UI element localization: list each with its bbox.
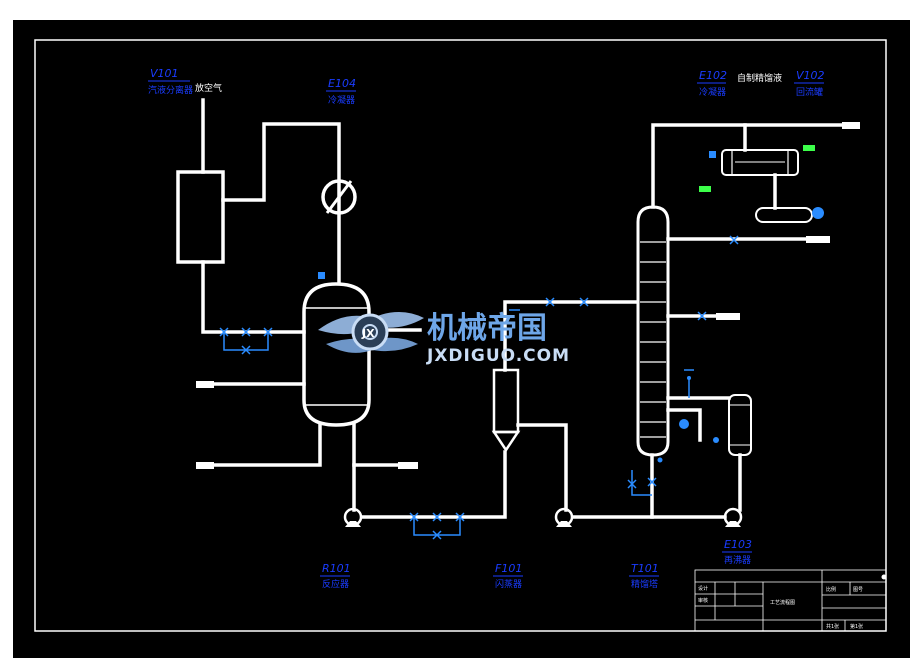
pipe-pump1-to-flash bbox=[360, 450, 507, 519]
label-f101-code: F101 bbox=[495, 562, 522, 575]
label-e103: E103 再沸器 bbox=[722, 538, 752, 566]
drum-v102 bbox=[755, 207, 813, 223]
pump-p3 bbox=[723, 507, 743, 527]
green-instruments bbox=[699, 145, 815, 192]
watermark-en: JXDIGUO.COM bbox=[426, 346, 570, 366]
label-v101-code: V101 bbox=[150, 67, 179, 80]
title-block-cell-4: 共1张 bbox=[826, 623, 839, 630]
title-block-cell-3: 图号 bbox=[853, 587, 863, 593]
reboiler-e103 bbox=[728, 394, 752, 456]
vessel-v101 bbox=[176, 170, 225, 264]
label-f101-name: 闪蒸器 bbox=[495, 578, 522, 590]
watermark-cn: 机械帝国 bbox=[427, 311, 547, 346]
watermark: JX 机械帝国 JXDIGUO.COM bbox=[318, 311, 570, 366]
label-e102-name: 冷凝器 bbox=[699, 86, 726, 98]
title-block-cell-2: 比例 bbox=[826, 586, 836, 593]
label-distillate: 自制精馏液 bbox=[737, 72, 782, 84]
instrument-lines bbox=[684, 369, 694, 398]
label-v102-code: V102 bbox=[796, 69, 825, 82]
label-v102: V102 回流罐 bbox=[794, 69, 825, 98]
valve-group bbox=[219, 235, 739, 540]
pipe-v101-to-e104 bbox=[221, 122, 341, 285]
stream-terminals bbox=[196, 122, 860, 469]
title-block-cell-5: 第1张 bbox=[850, 623, 863, 630]
title-block bbox=[694, 569, 887, 632]
condenser-e102 bbox=[721, 149, 799, 176]
instruments bbox=[318, 151, 824, 463]
label-v102-name: 回流罐 bbox=[796, 86, 823, 98]
pipe-reboiler-return bbox=[666, 408, 702, 442]
pump-p1 bbox=[343, 507, 363, 527]
watermark-gear-icon: JX bbox=[318, 312, 424, 353]
label-r101-name: 反应器 bbox=[322, 578, 349, 590]
title-block-drawing-title: 工艺流程图 bbox=[770, 599, 795, 606]
flash-cone bbox=[491, 430, 521, 453]
label-e104: E104 冷凝器 bbox=[326, 77, 356, 106]
pipe-feed-2 bbox=[210, 423, 322, 467]
label-exhaust-gas: 放空气 bbox=[195, 82, 222, 94]
title-block-cell-1: 审核 bbox=[698, 597, 708, 604]
pipe-flash-side bbox=[516, 423, 568, 512]
label-t101: T101 精馏塔 bbox=[629, 562, 659, 590]
pipe-column-top bbox=[651, 123, 850, 209]
label-e102-code: E102 bbox=[699, 69, 727, 82]
label-f101: F101 闪蒸器 bbox=[493, 562, 523, 590]
condenser-e104-symbol bbox=[321, 179, 357, 215]
label-e104-code: E104 bbox=[328, 77, 356, 90]
label-v101-name: 汽液分离器 bbox=[148, 84, 193, 96]
pump-p2 bbox=[554, 507, 574, 527]
label-t101-code: T101 bbox=[631, 562, 659, 575]
label-e104-name: 冷凝器 bbox=[328, 94, 355, 106]
label-v101: V101 汽液分离器 bbox=[148, 67, 193, 96]
svg-text:JX: JX bbox=[361, 327, 375, 340]
label-e103-name: 再沸器 bbox=[724, 554, 751, 566]
label-e102: E102 冷凝器 bbox=[697, 69, 727, 98]
label-r101: R101 反应器 bbox=[320, 562, 351, 590]
drawing-frame bbox=[34, 39, 887, 632]
label-r101-code: R101 bbox=[322, 562, 351, 575]
title-block-marker-icon bbox=[881, 574, 887, 580]
title-block-cell-0: 设计 bbox=[698, 585, 708, 592]
reactor-r101 bbox=[302, 282, 371, 427]
pipe-flash-top bbox=[503, 300, 638, 372]
pipe-v101-to-reactor bbox=[201, 260, 306, 334]
label-t101-name: 精馏塔 bbox=[631, 578, 658, 590]
column-t101 bbox=[636, 205, 670, 457]
label-e103-code: E103 bbox=[724, 538, 752, 551]
